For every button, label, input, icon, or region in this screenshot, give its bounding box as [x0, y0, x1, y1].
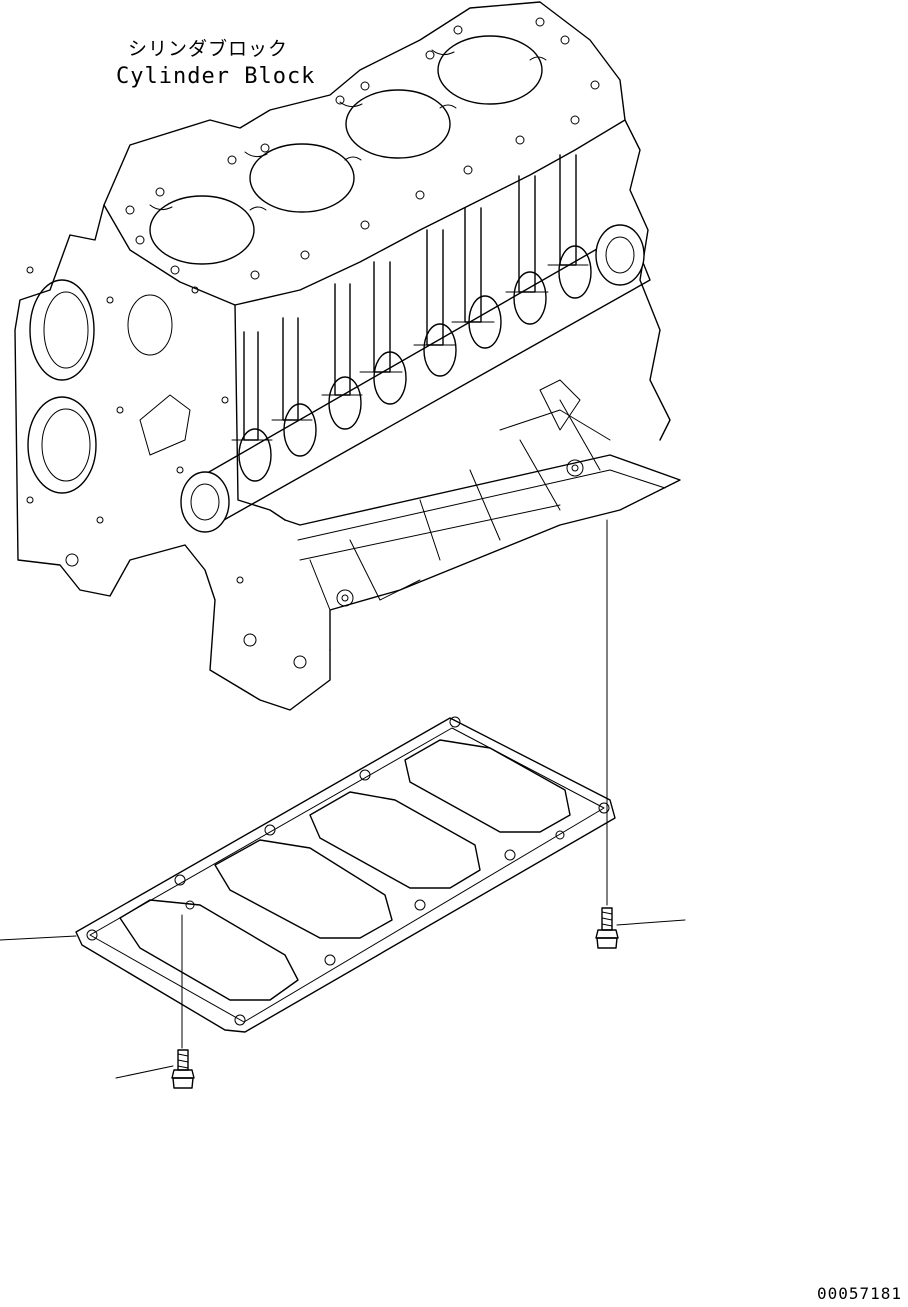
block-skirt [284, 454, 681, 651]
deck-holes [125, 17, 600, 280]
gasket-outline [75, 717, 616, 1033]
gasket-bolt-holes [86, 716, 610, 1026]
bolt-left [171, 1049, 195, 1089]
front-bore-upper [29, 279, 95, 381]
gasket-openings [119, 739, 571, 1001]
cylinder-bore-3 [345, 89, 451, 159]
assembly-lines [0, 519, 686, 1079]
block-right-wall [624, 119, 671, 441]
block-ribs [309, 379, 611, 611]
bolt-right [595, 907, 619, 949]
block-front-face [14, 204, 331, 711]
leader-bolt-right [616, 919, 686, 926]
oil-pan-gasket [75, 716, 616, 1033]
part-label-japanese: シリンダブロック [128, 38, 289, 60]
leader-bolt-left [115, 1065, 174, 1079]
cylinder-bore-2 [249, 143, 355, 213]
front-bore-lower [27, 396, 97, 494]
block-front-edge [234, 304, 286, 521]
part-label-english: Cylinder Block [116, 64, 316, 89]
tappets [243, 154, 577, 441]
cylinder-block [14, 1, 681, 711]
cylinder-bore-1 [149, 195, 255, 265]
drawing-number: 00057181 [816, 1284, 902, 1303]
block-top-deck [103, 1, 626, 306]
camshaft [180, 224, 651, 533]
cylinder-bore-4 [437, 35, 543, 105]
leader-gasket [0, 935, 77, 941]
